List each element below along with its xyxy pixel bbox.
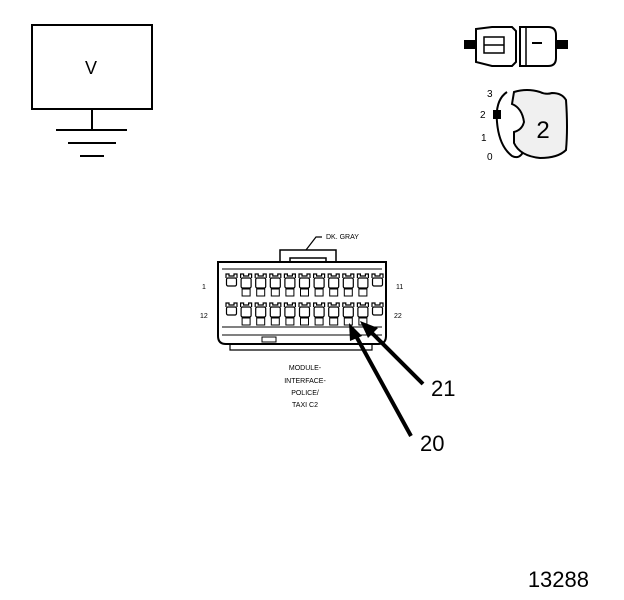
pin-cavity-6 bbox=[298, 273, 311, 297]
callout-21: 21 bbox=[431, 376, 455, 401]
pin-label-1: 1 bbox=[202, 284, 206, 291]
pin-cavity-4 bbox=[269, 273, 282, 297]
pin-cavity-9 bbox=[342, 273, 355, 297]
caption-line-1: MODULE- bbox=[289, 365, 322, 372]
pin-cavity-14 bbox=[254, 302, 267, 326]
pin-cavity-1 bbox=[225, 273, 238, 287]
connector-pins-row-top bbox=[225, 273, 384, 297]
pin-cavity-8 bbox=[327, 273, 340, 297]
ignition-pos-2: 2 bbox=[480, 110, 486, 121]
voltmeter-symbol: V bbox=[31, 24, 153, 157]
pin-cavity-2 bbox=[240, 273, 253, 297]
caption-line-4: TAXI C2 bbox=[292, 402, 318, 409]
caption-line-2: INTERFACE- bbox=[284, 378, 326, 385]
ignition-pos-3: 3 bbox=[487, 89, 493, 100]
pin-cavity-13 bbox=[240, 302, 253, 326]
ignition-pos-0: 0 bbox=[487, 152, 493, 163]
pin-cavity-15 bbox=[269, 302, 282, 326]
pin-cavity-10 bbox=[356, 273, 369, 297]
pin-cavity-12 bbox=[225, 302, 238, 316]
ignition-selected-label: 2 bbox=[536, 117, 549, 144]
connector-caption: MODULE- INTERFACE- POLICE/ TAXI C2 bbox=[284, 365, 326, 409]
callout-arrow-21 bbox=[360, 321, 425, 386]
pin-cavity-17 bbox=[298, 302, 311, 326]
pin-label-12: 12 bbox=[200, 313, 208, 320]
pin-cavity-18 bbox=[313, 302, 326, 326]
pin-cavity-19 bbox=[327, 302, 340, 326]
callout-arrow-20 bbox=[349, 323, 413, 437]
voltmeter-label: V bbox=[85, 58, 97, 78]
pin-label-22: 22 bbox=[394, 313, 402, 320]
pin-cavity-3 bbox=[254, 273, 267, 297]
pin-cavity-7 bbox=[313, 273, 326, 297]
figure-number: 13288 bbox=[528, 567, 589, 592]
ignition-pos-1: 1 bbox=[481, 133, 487, 144]
pin-cavity-16 bbox=[283, 302, 296, 326]
pin-cavity-5 bbox=[283, 273, 296, 297]
pin-label-11: 11 bbox=[396, 284, 403, 291]
callout-20: 20 bbox=[420, 431, 444, 456]
caption-line-3: POLICE/ bbox=[291, 390, 319, 397]
pin-cavity-11 bbox=[371, 273, 384, 287]
ignition-switch-icon: 3 2 1 0 2 bbox=[480, 89, 568, 163]
pin-cavity-20 bbox=[342, 302, 355, 326]
connector-plug-icon bbox=[464, 26, 568, 67]
pin-cavity-22 bbox=[371, 302, 384, 316]
connector-color-label: DK. GRAY bbox=[326, 234, 359, 241]
